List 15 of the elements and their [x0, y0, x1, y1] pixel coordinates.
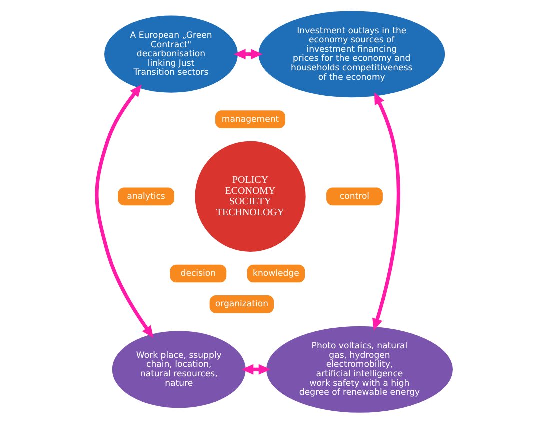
node-box: organization — [210, 296, 274, 314]
node-ellipse: Investment outlays in the economy sources of investment financing prices for the economy and households competitiveness of the economy — [258, 11, 446, 98]
node-box: management — [216, 110, 286, 128]
node-box: control — [326, 188, 383, 206]
node-ellipse: Work place, ssupply chain, location, natural resources, nature — [112, 331, 246, 408]
node-ellipse: A European „Green Contract" decarbonisation linking Just Transition sectors — [104, 16, 238, 93]
node-ellipse: Photo voltaics, natural gas, hydrogen electromobility, artificial intelligence work safety with a high degree of renewable energy — [266, 326, 453, 413]
arrow — [234, 49, 263, 60]
node-box: knowledge — [247, 264, 306, 283]
arrow — [372, 92, 400, 331]
node-box: analytics — [118, 188, 174, 206]
node-circle: POLICY ECONOMY SOCIETY TECHNOLOGY — [195, 141, 306, 252]
node-box: decision — [170, 264, 227, 283]
arrow — [95, 84, 154, 338]
arrow — [242, 364, 271, 375]
